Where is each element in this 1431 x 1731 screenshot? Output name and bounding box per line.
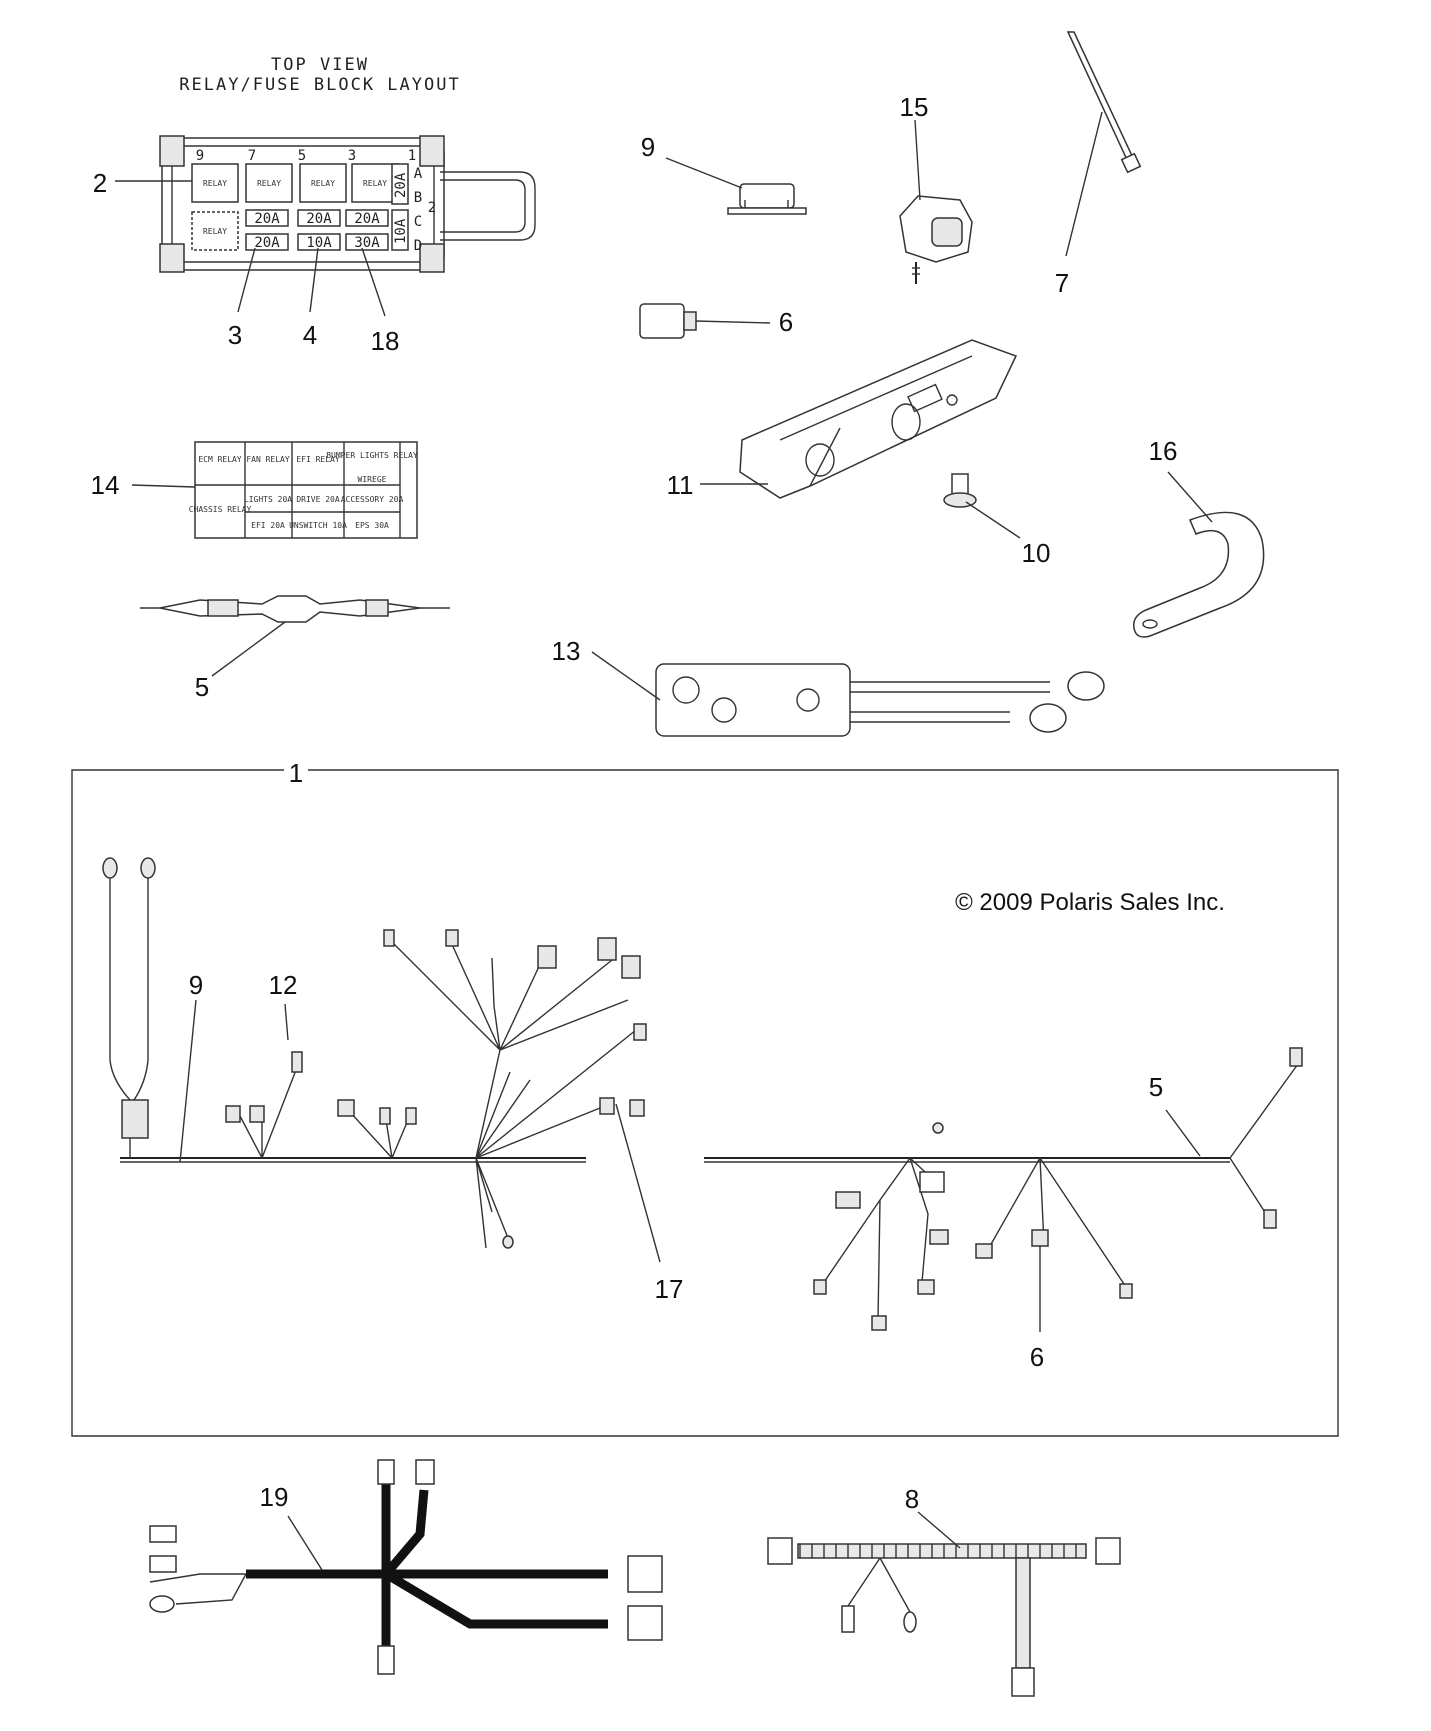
card-fan-relay: FAN RELAY: [246, 455, 290, 464]
callout-11: 11: [667, 470, 694, 500]
fuse-rating: 20A: [254, 211, 280, 227]
callout-3: 3: [228, 320, 242, 350]
callout-8: 8: [905, 1484, 919, 1514]
corrugated-harness-icon: [767, 1537, 1121, 1697]
card-efi: EFI 20A: [251, 521, 285, 530]
relay-label: RELAY: [363, 179, 387, 188]
callout-6a: 6: [779, 307, 793, 337]
card-wirege: WIREGE: [358, 475, 387, 484]
relay-label: RELAY: [257, 179, 281, 188]
row-letter: A: [414, 166, 423, 182]
mounting-bracket-icon: [739, 339, 1018, 499]
row-letter: D: [414, 238, 422, 254]
callout-7: 7: [1055, 268, 1069, 298]
callout-6b: 6: [1030, 1342, 1044, 1372]
card-eps: EPS 30A: [355, 521, 389, 530]
circuit-breaker-icon: [727, 183, 807, 215]
relay-labels: RELAY RELAY RELAY RELAY RELAY: [203, 179, 387, 236]
cable-tie-icon: [1066, 31, 1142, 174]
callout-16: 16: [1149, 436, 1178, 466]
relay-harness-icon: [149, 1459, 663, 1675]
callout-14: 14: [91, 470, 120, 500]
callout-15: 15: [900, 92, 929, 122]
relay-label: RELAY: [203, 179, 227, 188]
card-accessory: ACCESSORY 20A: [341, 495, 404, 504]
callout-18: 18: [371, 326, 400, 356]
slot-number: 9: [196, 148, 204, 164]
slot-number: 7: [248, 148, 256, 164]
card-efi-relay: EFI RELAY: [296, 455, 340, 464]
callout-5b: 5: [1149, 1072, 1163, 1102]
callout-9a: 9: [641, 132, 655, 162]
callout-19: 19: [260, 1482, 289, 1512]
slot-number: 1: [408, 148, 416, 164]
callout-10: 10: [1022, 538, 1051, 568]
push-rivet-icon: [943, 473, 977, 508]
fuse-rating: 20A: [254, 235, 280, 251]
fuse-rating: 20A: [354, 211, 380, 227]
title-line1: TOP VIEW: [271, 55, 369, 75]
callout-12: 12: [269, 970, 298, 1000]
title-line2: RELAY/FUSE BLOCK LAYOUT: [179, 75, 460, 95]
chassis-harness-icon: [704, 1047, 1303, 1331]
callout-13: 13: [552, 636, 581, 666]
slot-number: 5: [298, 148, 306, 164]
row-letter: B: [414, 190, 422, 206]
slot-number: 3: [348, 148, 356, 164]
callout-17: 17: [655, 1274, 684, 1304]
card-bumper-relay: BUMPER LIGHTS RELAY: [326, 451, 418, 460]
fuse-rating: 10A: [306, 235, 332, 251]
relay-fuse-block-icon: RELAY RELAY RELAY RELAY RELAY 9 7 5 3 1 …: [159, 135, 536, 273]
callout-9b: 9: [189, 970, 203, 1000]
side-fuse-rating: 20A: [393, 172, 409, 198]
callout-2: 2: [93, 168, 107, 198]
callout-4: 4: [303, 320, 317, 350]
main-wire-harness-icon: [102, 857, 647, 1249]
row-letter: C: [414, 214, 422, 230]
p-clamp-icon: [1133, 511, 1265, 638]
inline-fuse-holder-icon: [140, 595, 450, 623]
relay-label: RELAY: [311, 179, 335, 188]
side-number: 2: [428, 200, 436, 216]
callout-5a: 5: [195, 672, 209, 702]
fuse-label-card-icon: ECM RELAY FAN RELAY EFI RELAY BUMPER LIG…: [189, 441, 418, 539]
fuse-rating: 20A: [306, 211, 332, 227]
card-ecm-relay: ECM RELAY: [198, 455, 242, 464]
callout-1: 1: [289, 758, 303, 788]
ground-strap-icon: [655, 663, 1105, 737]
small-connector-icon: [639, 303, 697, 339]
side-fuse-rating: 10A: [393, 218, 409, 244]
card-unswitch: UNSWITCH 10A: [289, 521, 347, 530]
card-lights: LIGHTS 20A: [244, 495, 292, 504]
card-chassis-relay: CHASSIS RELAY: [189, 505, 252, 514]
card-drive: DRIVE 20A: [296, 495, 340, 504]
relay-label: RELAY: [203, 227, 227, 236]
terminal-connector-icon: [899, 195, 973, 284]
copyright: © 2009 Polaris Sales Inc.: [955, 889, 1225, 916]
fuse-rating: 30A: [354, 235, 380, 251]
